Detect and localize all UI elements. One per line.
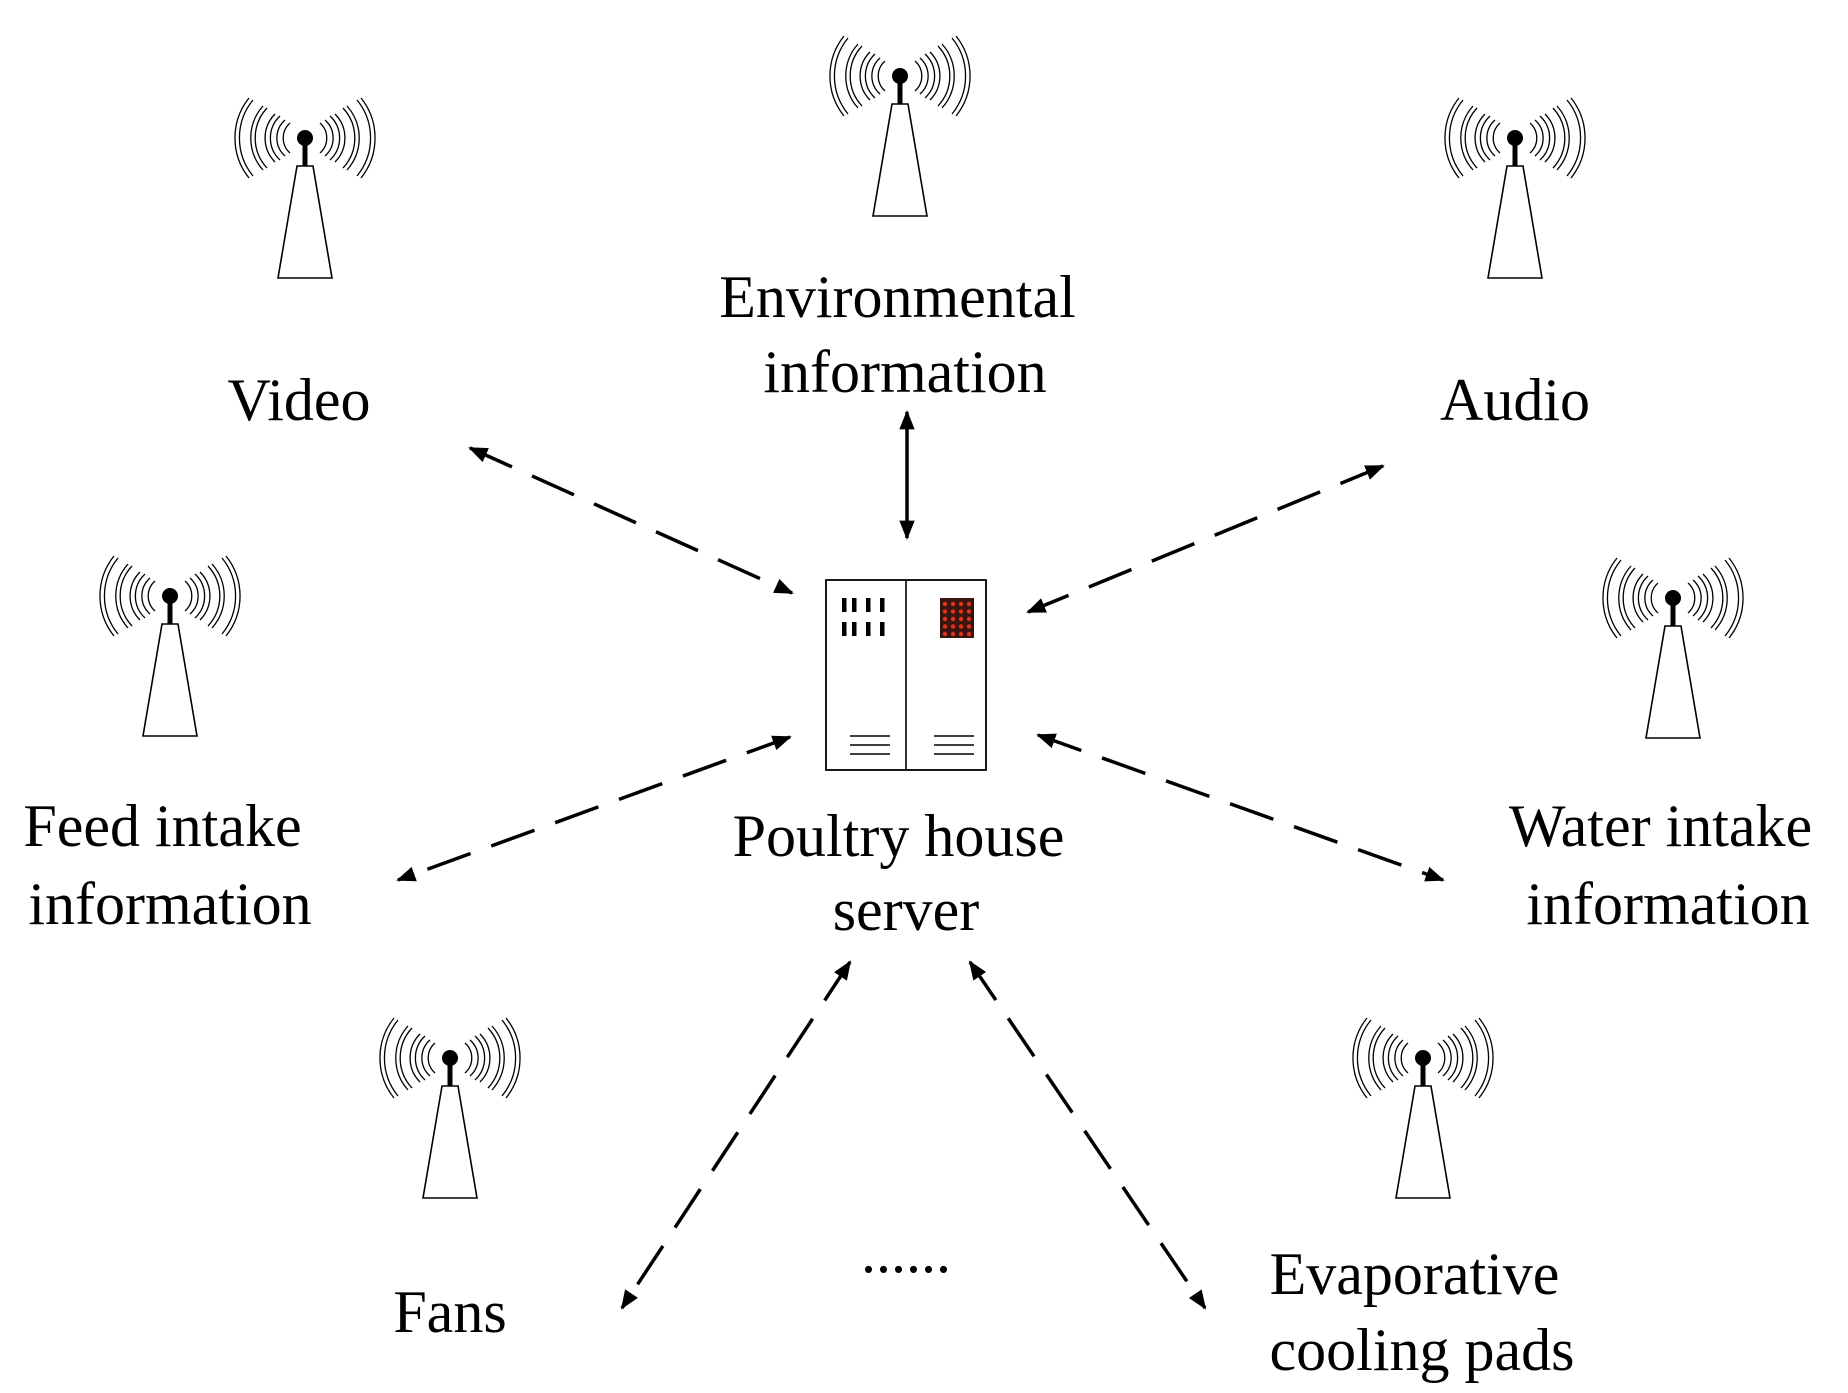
server-led-dot [958,601,964,607]
feed-intake-information-label: Feed intake information [23,793,316,937]
server-drive-slots-icon [850,735,974,755]
server-led-dot [942,609,948,614]
fans-label: Fans [393,1279,506,1345]
arrow-water-intake-server [1036,733,1445,882]
server-led-dot [966,609,972,614]
arrow-feed-intake-server [396,735,792,882]
water-intake-antenna-icon [1603,558,1743,738]
server-led-dot [950,624,956,629]
environmental-antenna-icon [830,36,970,216]
server-led-dot [942,616,948,622]
audio-label: Audio [1440,367,1590,433]
arrow-cooling-pads-server [968,960,1207,1310]
server-led-dot [958,624,964,629]
environmental-information-label: Environmental information [719,264,1091,405]
server-led-dot [966,624,972,629]
feed-intake-antenna-icon [100,556,240,736]
server-vent-icon [842,598,885,636]
server-led-panel-icon [940,598,974,638]
server-led-dot [966,616,972,622]
cooling-pads-antenna-icon [1353,1018,1493,1198]
server-led-dot [966,601,972,607]
arrow-video-server [468,446,794,595]
evaporative-cooling-pads-label: Evaporative cooling pads [1270,1241,1575,1383]
server-led-dot [950,601,956,607]
arrow-audio-server [1026,464,1385,614]
server-led-dot [942,631,948,637]
server-led-dot [950,616,956,622]
server-led-dot [950,631,956,637]
server-led-dot [942,601,948,607]
video-antenna-icon [235,98,375,278]
poultry-house-server-label: Poultry house server [733,803,1080,943]
audio-antenna-icon [1445,98,1585,278]
server-led-dot [942,624,948,629]
arrow-fans-server [620,960,852,1310]
ellipsis-label: ...... [861,1219,951,1285]
server-led-dot [958,609,964,614]
server-led-dot [958,616,964,622]
server-led-dot [950,609,956,614]
server-cabinet-icon [825,579,987,771]
video-label: Video [227,367,370,433]
server-led-dot [958,631,964,637]
server-led-dot [966,631,972,637]
fans-antenna-icon [380,1018,520,1198]
water-intake-information-label: Water intake information [1509,793,1827,937]
